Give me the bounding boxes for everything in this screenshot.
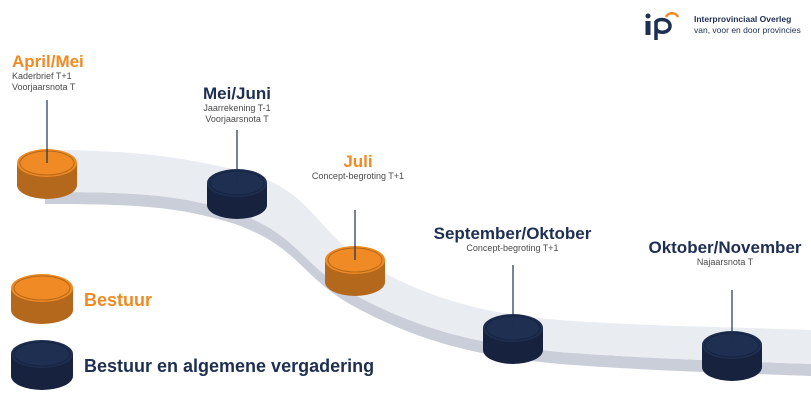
milestone-line: Kaderbrief T+1 xyxy=(12,71,72,81)
milestone-mei-juni: Mei/Juni Jaarrekening T-1 Voorjaarsnota … xyxy=(187,84,287,125)
milestone-line: Najaarsnota T xyxy=(696,257,754,267)
ipo-logo-icon xyxy=(645,12,680,40)
milestone-line: Concept-begroting T+1 xyxy=(466,243,559,253)
milestone-title: April/Mei xyxy=(12,52,84,71)
milestone-title: Juli xyxy=(343,152,373,171)
logo-name: Interprovinciaal Overleg xyxy=(694,14,792,24)
milestone-title: Mei/Juni xyxy=(202,84,271,103)
milestone-title: Oktober/November xyxy=(648,238,802,257)
milestone-juli: Juli Concept-begroting T+1 xyxy=(298,152,418,182)
milestone-oktober-november: Oktober/November Najaarsnota T xyxy=(640,238,810,268)
legend-label-bestuur: Bestuur xyxy=(84,290,153,310)
milestone-april-mei: April/Mei Kaderbrief T+1 Voorjaarsnota T xyxy=(12,52,84,93)
milestone-line: Voorjaarsnota T xyxy=(205,114,269,124)
milestone-line: Voorjaarsnota T xyxy=(12,82,76,92)
logo: Interprovinciaal Overleg van, voor en do… xyxy=(642,8,807,42)
legend-disc-bestuur xyxy=(11,274,73,324)
milestone-september-oktober: September/Oktober Concept-begroting T+1 xyxy=(420,224,605,254)
milestone-title: September/Oktober xyxy=(433,224,592,243)
milestone-line: Concept-begroting T+1 xyxy=(311,171,405,181)
legend-disc-vergadering xyxy=(11,340,73,390)
milestone-markers xyxy=(17,100,762,381)
milestone-disc-vergadering xyxy=(483,314,543,364)
legend-discs xyxy=(11,274,73,390)
legend-label-vergadering: Bestuur en algemene vergadering xyxy=(84,356,375,376)
milestone-line: Jaarrekening T-1 xyxy=(203,103,271,113)
logo-tagline: van, voor en door provincies xyxy=(694,25,801,35)
